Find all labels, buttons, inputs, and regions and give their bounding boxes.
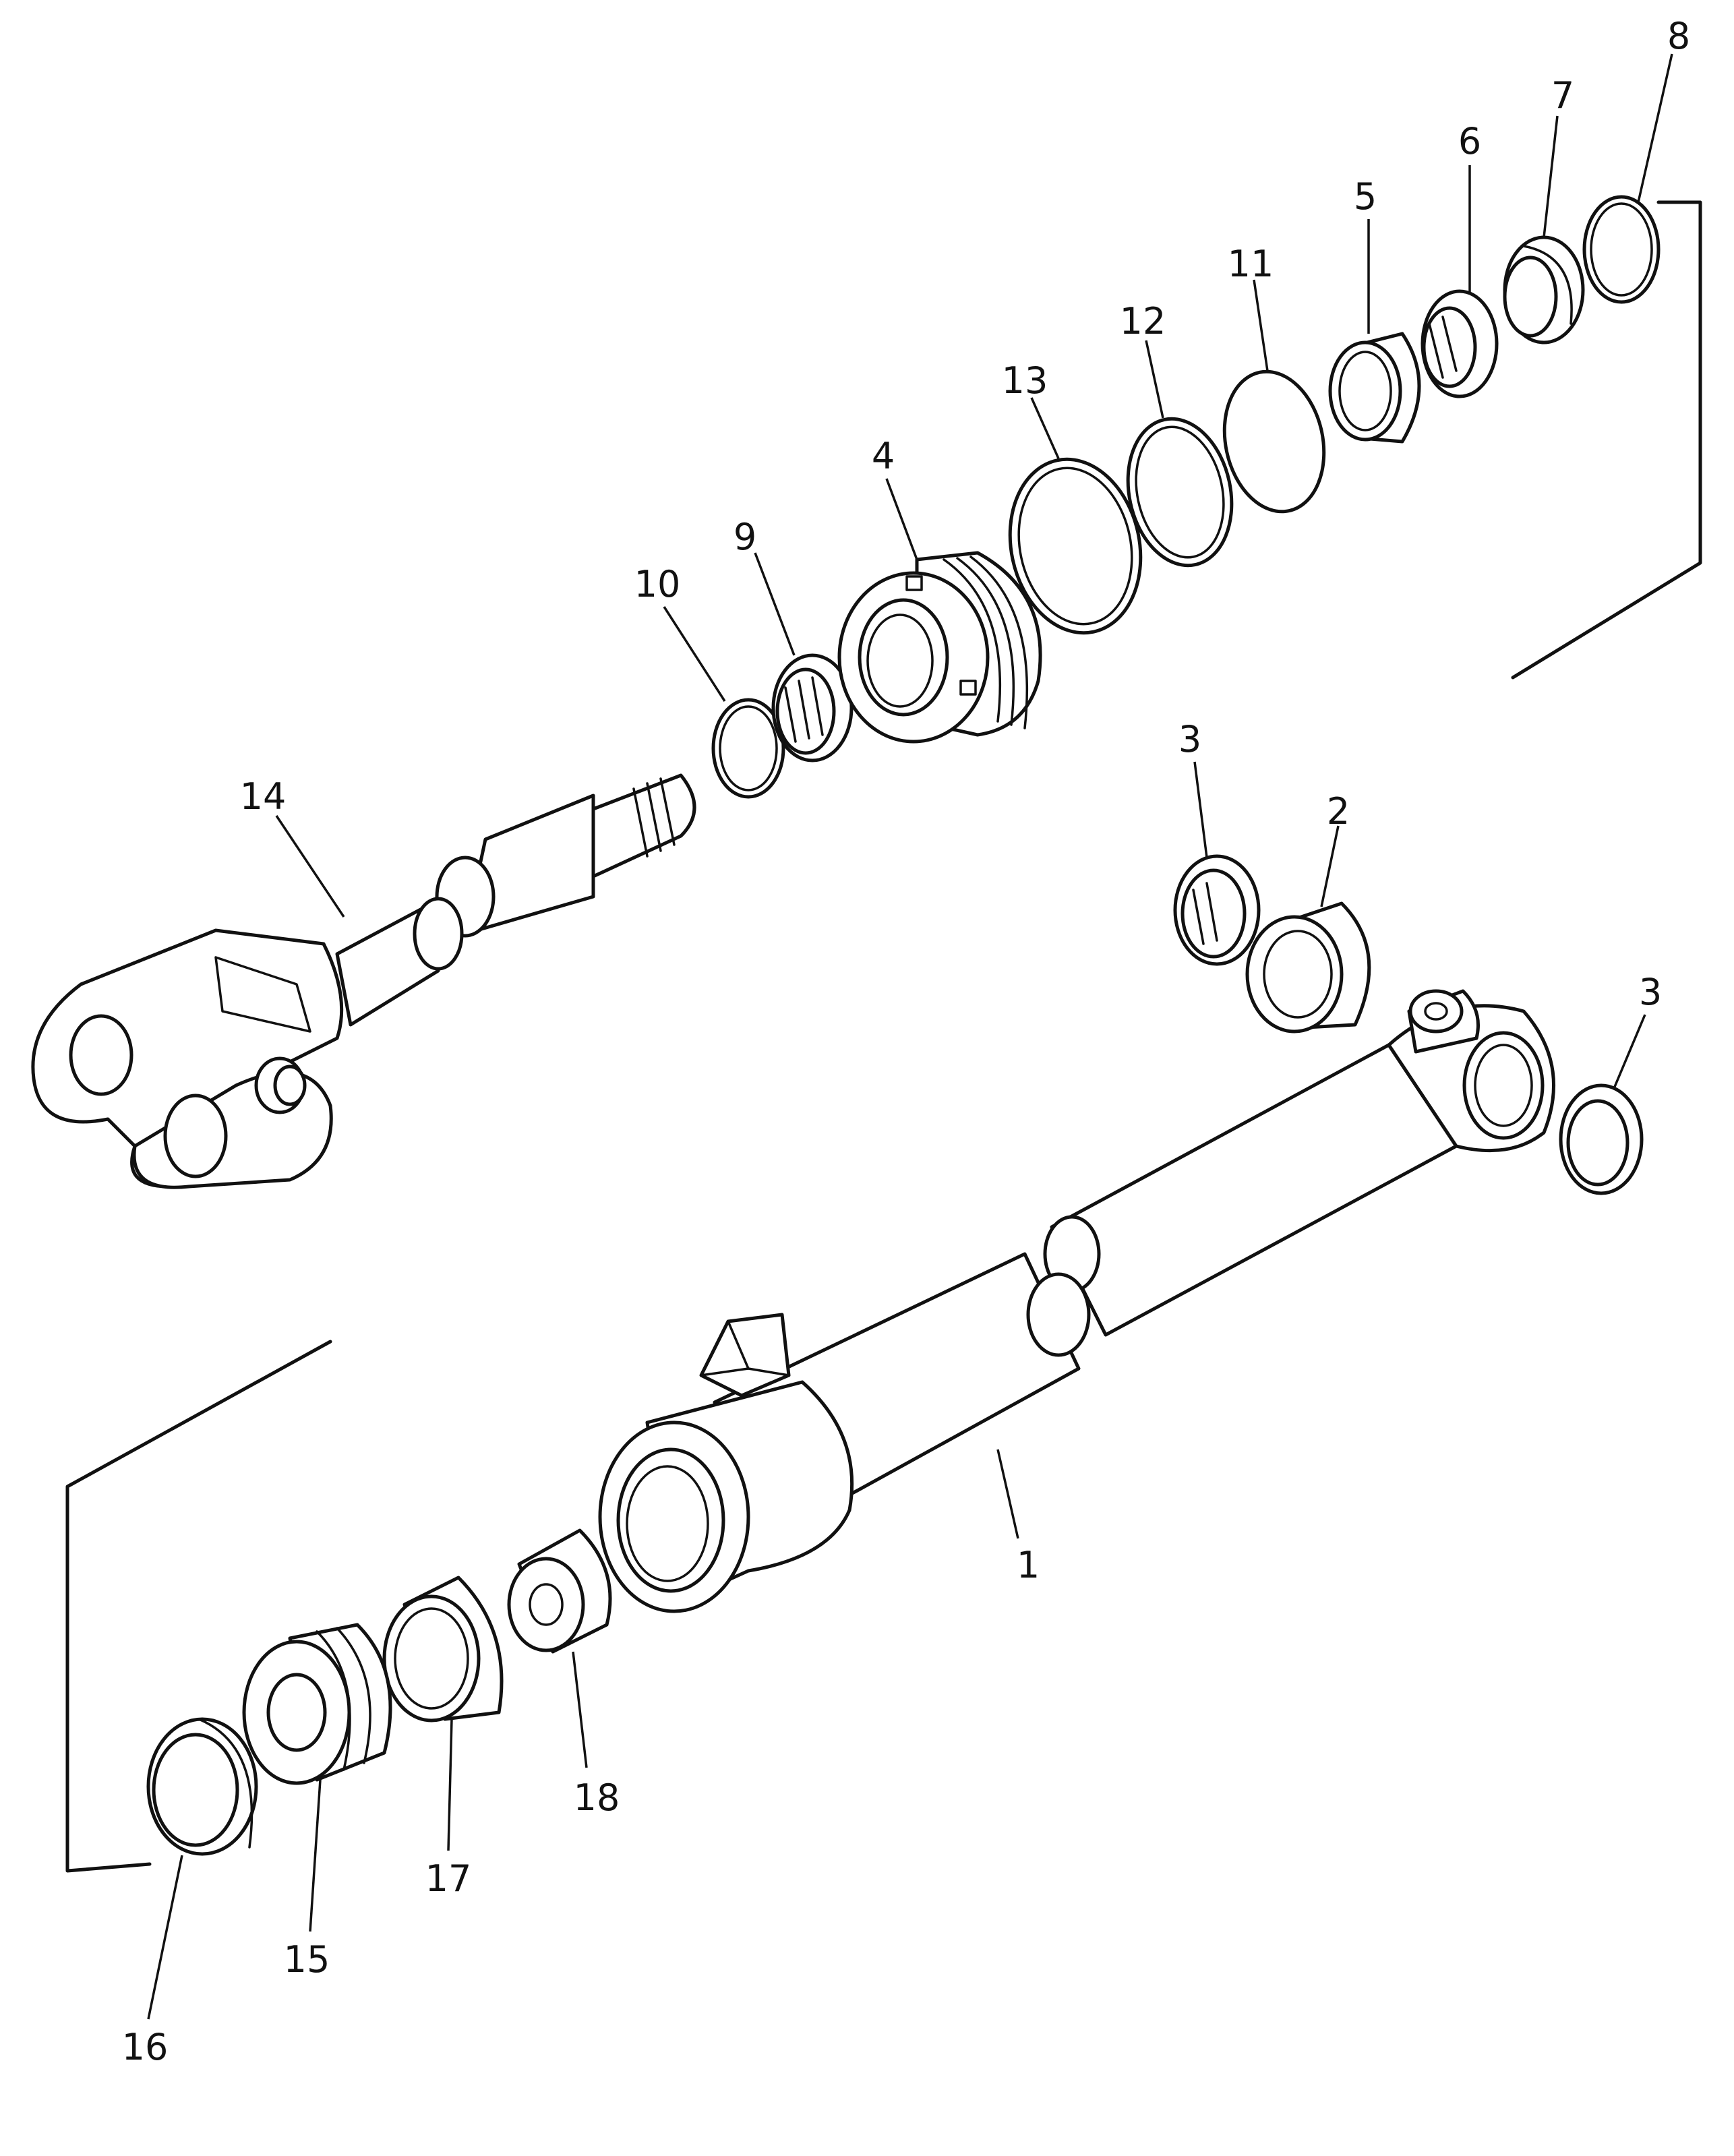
wear-ring — [382, 1576, 504, 1723]
leader-9 — [754, 552, 796, 656]
part-label-11: 11 — [1228, 243, 1274, 285]
piston-ring — [146, 1717, 258, 1856]
leader-11 — [1253, 279, 1269, 371]
leader-3b — [1613, 1014, 1646, 1087]
part-label-6: 6 — [1458, 120, 1481, 162]
snap-ring — [711, 698, 785, 799]
backup-ring — [1126, 417, 1234, 568]
part-label-17: 17 — [425, 1857, 472, 1900]
leader-12 — [1145, 340, 1164, 419]
piston — [242, 1623, 392, 1785]
part-label-3b: 3 — [1639, 971, 1662, 1013]
seal-ring-lower — [1559, 1083, 1644, 1195]
dust-seal — [1421, 289, 1499, 398]
leader-18 — [572, 1651, 588, 1768]
piston-nut — [507, 1528, 612, 1654]
leader-15 — [309, 1779, 322, 1932]
wiper-ring — [1503, 235, 1585, 345]
leader-16 — [147, 1855, 183, 2020]
leader-7 — [1543, 115, 1559, 238]
part-label-16: 16 — [122, 2026, 169, 2068]
part-label-5: 5 — [1354, 175, 1377, 218]
leader-8 — [1637, 53, 1673, 203]
leader-4 — [885, 478, 918, 560]
lower-assembly-bracket — [65, 1340, 332, 1873]
upper-assembly-bracket — [1511, 200, 1702, 680]
part-label-14: 14 — [240, 775, 287, 818]
piston-rod — [31, 773, 696, 1189]
leader-14 — [275, 815, 345, 918]
leader-17 — [447, 1718, 453, 1851]
seal-ring-upper — [1173, 854, 1261, 966]
part-label-4: 4 — [872, 435, 895, 477]
part-label-12: 12 — [1120, 300, 1166, 342]
part-label-2: 2 — [1327, 790, 1350, 833]
rod-seal — [771, 653, 854, 762]
o-ring-small — [1222, 369, 1326, 514]
retaining-snap-ring — [1582, 195, 1661, 304]
o-ring-large — [1008, 457, 1143, 635]
part-label-10: 10 — [634, 563, 681, 605]
leader-10 — [663, 606, 726, 702]
part-label-7: 7 — [1551, 74, 1574, 117]
leader-1 — [996, 1449, 1019, 1539]
pin-bushing — [1245, 901, 1371, 1034]
part-label-15: 15 — [284, 1938, 330, 1981]
cylinder-tube — [598, 989, 1555, 1613]
part-label-9: 9 — [734, 516, 756, 558]
part-label-1: 1 — [1017, 1544, 1040, 1586]
part-label-18: 18 — [574, 1776, 620, 1819]
leader-3a — [1193, 761, 1208, 858]
part-label-8: 8 — [1667, 15, 1690, 57]
bushing — [1328, 332, 1421, 444]
leader-2 — [1320, 825, 1340, 907]
part-label-3a: 3 — [1178, 718, 1201, 760]
leader-13 — [1030, 397, 1060, 459]
cylinder-head — [837, 551, 1042, 744]
part-label-13: 13 — [1002, 359, 1048, 402]
